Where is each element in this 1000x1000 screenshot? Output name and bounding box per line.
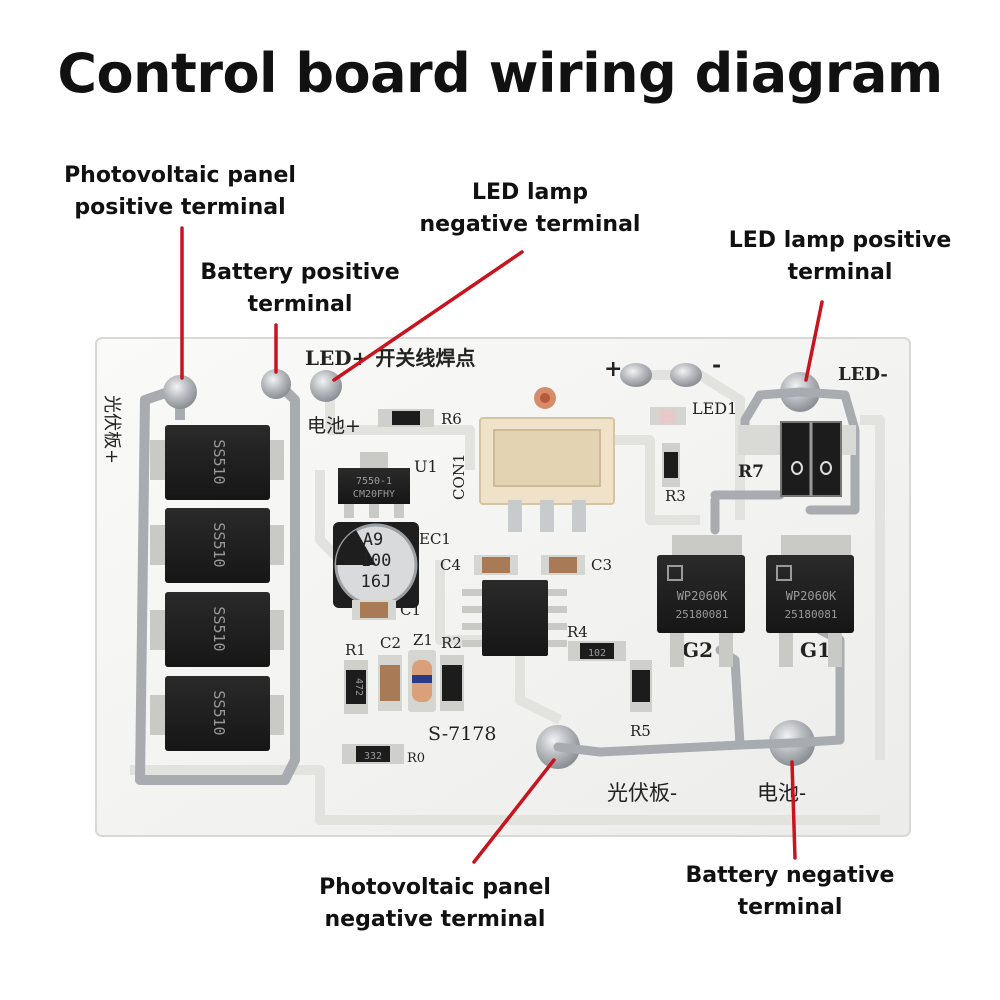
diode-marking: SS510 [210,439,228,484]
s7178-label: S-7178 [428,723,497,745]
callout-line: negative terminal [419,212,641,237]
switch-pad-left [620,363,652,387]
smd-z1 [408,650,436,712]
smd-c2 [378,655,402,711]
callout-line: terminal [787,260,893,285]
diode-4: SS510 [150,676,284,751]
led-minus-silk-label: LED- [838,364,888,385]
r0-marking: 332 [364,751,382,762]
smd-led1 [650,407,686,425]
smd-r0: 332 [342,744,404,764]
c4-label: C4 [440,556,461,574]
leader-battery-negative [790,760,797,860]
diode-2: SS510 [150,508,284,583]
r4-marking: 102 [588,648,606,659]
r1-label: R1 [345,641,366,659]
g2-label: G2 [682,638,713,662]
leader-led-negative [332,250,524,382]
callout-line: positive terminal [74,195,286,220]
g1-label: G1 [800,638,831,662]
smd-r5 [630,660,652,712]
g2-marking-2: 25180081 [676,608,729,621]
top-silk-label: LED+ 开关线焊点 [305,346,475,370]
r5-label: R5 [630,722,651,740]
g1-marking-2: 25180081 [785,608,838,621]
cap-marking-1: A9 [363,530,383,550]
callout-line: terminal [247,292,353,317]
smd-r4: 102 [568,641,626,661]
battery-positive-pad [261,369,291,399]
cap-marking-3: 16J [361,572,392,592]
minus-silk-label: - [712,352,721,378]
battery-plus-silk-label: 电池+ [307,415,361,437]
u1-label: U1 [414,457,438,476]
c2-label: C2 [380,634,401,652]
g2-marking-1: WP2060K [677,589,728,603]
diode-marking: SS510 [210,690,228,735]
diode-stack: SS510 SS510 SS510 SS510 [150,425,284,751]
pv-positive-pad [163,375,197,409]
callout-line: negative terminal [324,907,546,932]
callout-line: Photovoltaic panel [319,875,551,900]
r6-label: R6 [441,410,462,428]
pv-plus-silk-label: 光伏板+ [101,395,122,464]
diode-marking: SS510 [210,606,228,651]
z1-label: Z1 [413,631,433,649]
pv-minus-silk-label: 光伏板- [607,781,677,805]
r7-label: R7 [738,462,764,482]
r0-label: R0 [407,751,425,766]
cap-marking-2: 100 [361,551,392,571]
smd-r1: 472 [344,660,368,714]
con1-label: CON1 [450,454,468,500]
leader-lines [180,226,824,864]
led-negative-pad [310,370,342,402]
r7-component [738,421,856,497]
callout-battery-negative: Battery negative terminal [655,860,925,924]
con1-connector [479,387,615,532]
callout-led-negative: LED lamp negative terminal [395,177,665,241]
page-title: Control board wiring diagram [57,42,943,105]
callout-line: Photovoltaic panel [64,163,296,188]
ec1-capacitor: A9 100 16J [333,522,419,608]
callout-pv-negative: Photovoltaic panel negative terminal [290,872,580,936]
diode-marking: SS510 [210,522,228,567]
smd-r6 [378,409,434,427]
mosfet-g2: WP2060K 25180081 [657,535,745,667]
callout-line: Battery positive [200,260,400,285]
leader-pv-negative [472,758,556,864]
diode-3: SS510 [150,592,284,667]
callout-line: terminal [737,895,843,920]
c3-label: C3 [591,556,612,574]
u1-marking-2: CM20FHY [353,489,395,500]
r1-marking: 472 [353,678,364,696]
g1-marking-1: WP2060K [786,589,837,603]
plus-silk-label: + [604,356,622,382]
smd-r2 [440,655,464,711]
callout-line: LED lamp positive [728,228,952,253]
diode-1: SS510 [150,425,284,500]
r2-label: R2 [441,634,462,652]
callout-line: LED lamp [471,180,589,205]
leader-led-positive [804,300,824,382]
callout-led-positive: LED lamp positive terminal [700,225,980,289]
callout-line: Battery negative [685,863,895,888]
r3-label: R3 [665,487,686,505]
mosfet-g1: WP2060K 25180081 [766,535,854,667]
u1-marking-1: 7550-1 [356,476,392,487]
switch-pad-right [670,363,702,387]
callout-battery-positive: Battery positive terminal [175,257,425,321]
smd-c4 [474,555,518,575]
battery-minus-silk-label: 电池- [757,781,806,805]
ec1-label: EC1 [419,530,451,548]
u1-regulator: 7550-1 CM20FHY [338,452,410,518]
soic8-chip [462,580,567,656]
r4-label: R4 [567,623,588,641]
smd-c1 [352,600,396,620]
callout-pv-positive: Photovoltaic panel positive terminal [40,160,320,224]
smd-c3 [541,555,585,575]
smd-r3 [662,443,680,487]
led1-label: LED1 [692,399,737,418]
